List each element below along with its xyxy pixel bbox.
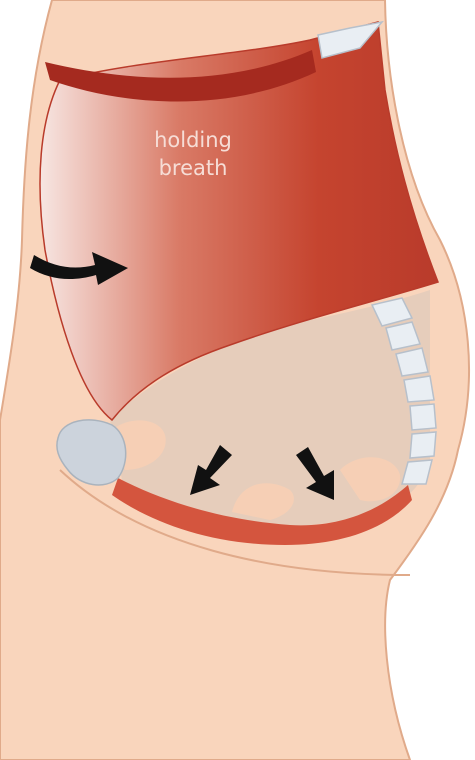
label-line-2: breath: [118, 154, 268, 182]
vertebra: [410, 432, 436, 458]
holding-breath-label: holding breath: [118, 126, 268, 182]
vertebra: [404, 376, 434, 402]
vertebra: [396, 348, 428, 376]
vertebra: [410, 404, 436, 430]
label-line-1: holding: [118, 126, 268, 154]
